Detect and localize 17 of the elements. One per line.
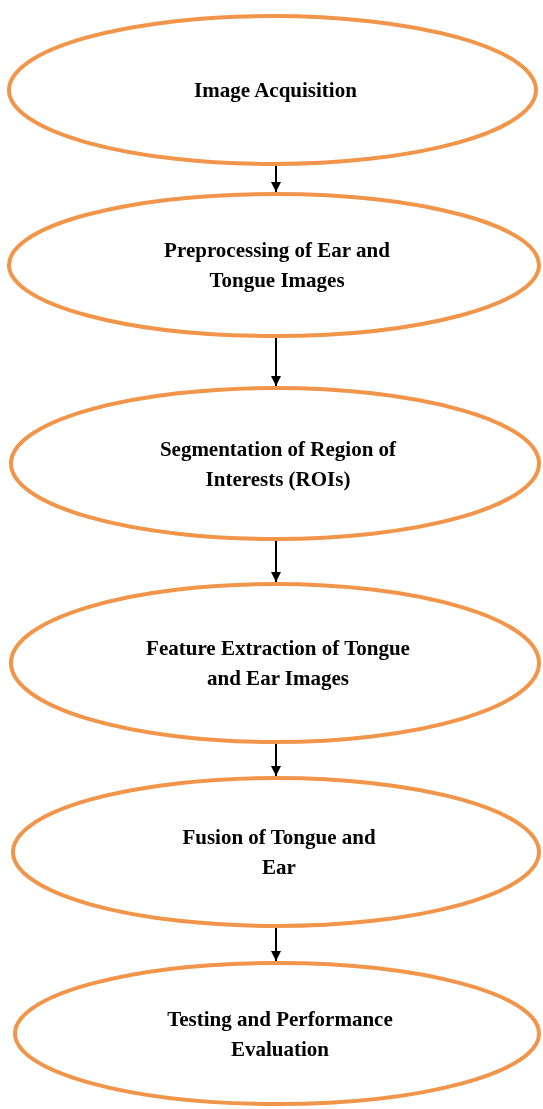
arrow — [271, 540, 281, 583]
arrow — [271, 337, 281, 387]
step-label: Fusion of Tongue and Ear — [181, 824, 377, 881]
step-label: Preprocessing of Ear and Tongue Images — [163, 237, 391, 294]
process-ellipse — [15, 963, 539, 1104]
process-ellipse — [13, 778, 539, 926]
arrow — [271, 927, 281, 962]
process-ellipse — [9, 194, 539, 336]
arrow — [271, 165, 281, 193]
process-ellipse — [9, 16, 536, 164]
process-ellipse — [11, 388, 539, 539]
process-ellipse — [11, 584, 539, 742]
step-label: Testing and Performance Evaluation — [166, 1005, 394, 1063]
step-label: Feature Extraction of Tongue and Ear Images — [145, 635, 411, 692]
step-label: Segmentation of Region of Interests (ROIs) — [158, 435, 398, 493]
arrow — [271, 743, 281, 777]
step-label: Image Acquisition — [194, 77, 357, 104]
